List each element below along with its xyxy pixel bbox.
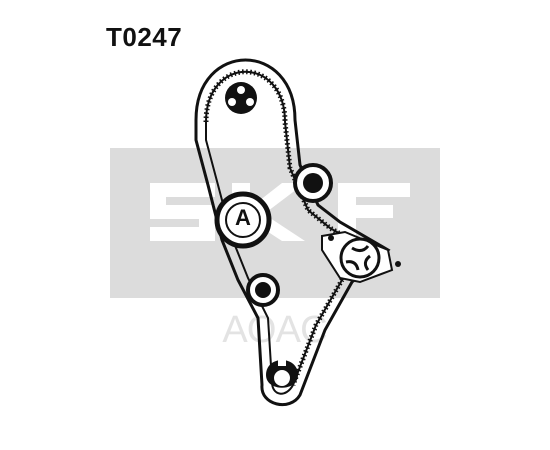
skf-watermark-logo bbox=[110, 148, 440, 298]
idler-pulley-lower bbox=[246, 273, 280, 307]
watermark-site-text: АОАС bbox=[222, 309, 327, 351]
tensioner-pulley-label: A bbox=[235, 205, 251, 230]
idler-pulley-upper bbox=[293, 163, 333, 203]
crankshaft-sprocket bbox=[266, 356, 298, 388]
water-pump bbox=[321, 230, 401, 284]
camshaft-pulley bbox=[225, 82, 257, 114]
part-number-title: T0247 bbox=[106, 22, 183, 52]
tensioner-pulley-a bbox=[214, 191, 272, 249]
timing-belt-outer bbox=[194, 58, 391, 406]
